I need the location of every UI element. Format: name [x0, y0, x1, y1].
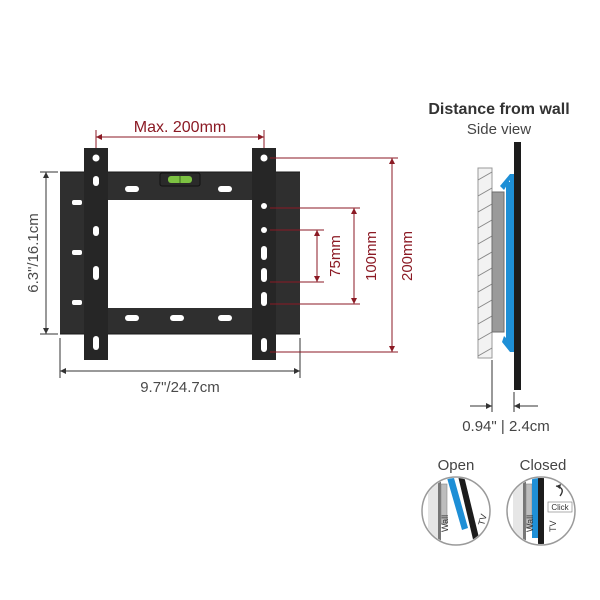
closed-wall-label: Wall — [525, 515, 535, 532]
max-width-label: Max. 200mm — [134, 119, 226, 136]
open-wall-label: Wall — [440, 515, 450, 532]
click-label: Click — [551, 503, 569, 512]
closed-title: Closed — [520, 457, 567, 474]
closed-tv-label: TV — [548, 520, 558, 532]
side-view-title: Distance from wall — [428, 101, 569, 118]
open-tv-label: TV — [476, 513, 489, 527]
wall-plate — [491, 191, 505, 333]
wall-hatch — [477, 167, 493, 359]
vesa-75-label: 75mm — [327, 235, 344, 277]
vesa-100-label: 100mm — [363, 231, 380, 281]
spirit-level-icon — [159, 172, 201, 187]
tv-panel — [514, 142, 521, 390]
closed-mode: Closed Click Wall TV — [506, 457, 576, 546]
open-title: Open — [438, 457, 475, 474]
side-view-subtitle: Side view — [467, 121, 531, 138]
open-mode: Open Wall TV — [421, 457, 491, 546]
front-dimensions: Max. 200mm 6.3"/16.1cm 9.7"/24.7cm 75mm … — [25, 119, 416, 396]
width-label: 9.7"/24.7cm — [140, 379, 220, 396]
height-label: 6.3"/16.1cm — [25, 213, 42, 293]
bracket-front-view — [60, 148, 300, 360]
distance-label: 0.94" | 2.4cm — [462, 418, 550, 435]
side-view: Distance from wall Side view — [428, 101, 569, 435]
vesa-200-label: 200mm — [399, 231, 416, 281]
